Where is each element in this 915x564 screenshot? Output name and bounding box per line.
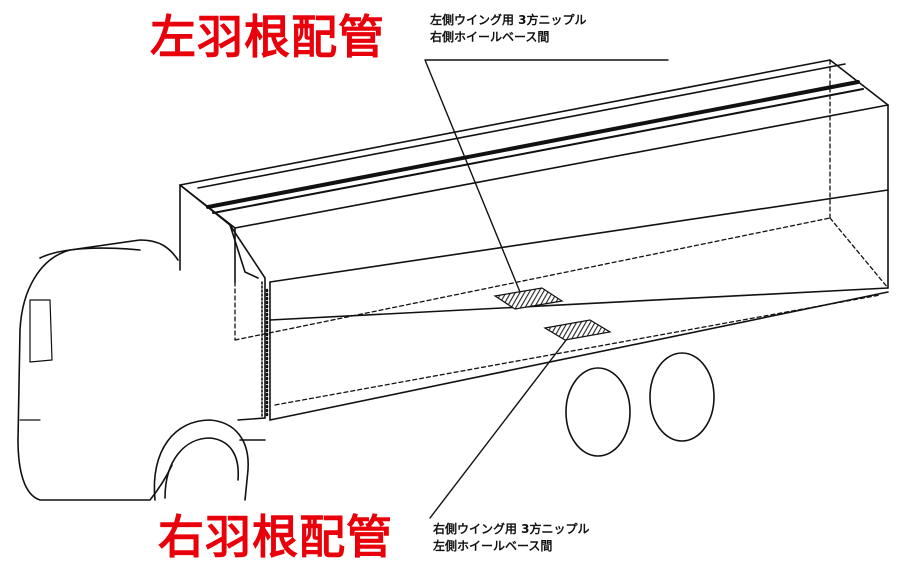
cargo-body-hidden-edges [234,59,889,406]
cargo-body-side [179,104,889,421]
left-wing-piping-note: 左側ウイング用 3方ニップル 右側ホイールベース間 [430,12,587,46]
rear-wheels [565,352,715,457]
right-wing-note-line-1: 右側ウイング用 3方ニップル [433,522,590,536]
leader-lines [424,59,669,519]
left-wing-piping-title: 左羽根配管 [150,10,385,64]
right-wing-piping-note: 右側ウイング用 3方ニップル 左側ホイールベース間 [433,521,590,555]
right-wing-piping-title: 右羽根配管 [158,510,393,564]
truck-cab [17,239,266,501]
right-wing-note-line-2: 左側ホイールベース間 [433,539,553,553]
right-wing-nipple-plate [543,319,612,341]
left-wing-note-line-1: 左側ウイング用 3方ニップル [430,13,587,27]
left-wing-note-line-2: 右側ホイールベース間 [430,30,550,44]
left-wing-nipple-plate [493,287,564,310]
cargo-body-roof [179,59,889,229]
